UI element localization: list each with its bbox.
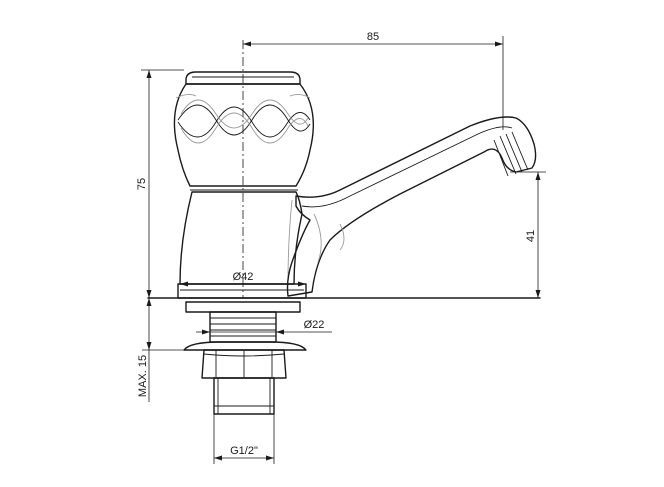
washer	[183, 341, 307, 351]
dimension-total-height: 75	[136, 69, 184, 298]
dimension-shank-diameter: Ø22	[196, 319, 332, 335]
dimension-thread: G1/2"	[213, 414, 275, 464]
total-height-value: 75	[136, 178, 148, 190]
base-flange	[177, 283, 307, 299]
handle-head	[173, 71, 315, 187]
spout-height-value: 41	[525, 230, 537, 242]
tap-body	[179, 189, 303, 285]
shank	[185, 301, 301, 343]
spout	[286, 116, 537, 297]
dimension-max-mounting: MAX. 15	[137, 298, 200, 402]
dimension-base-diameter: Ø42	[180, 271, 306, 287]
dimension-spout-height: 41	[510, 171, 546, 298]
thread-value: G1/2"	[230, 445, 258, 457]
threaded-tail	[213, 377, 275, 415]
shank-diameter-value: Ø22	[304, 319, 325, 331]
spout-reach-value: 85	[367, 31, 379, 43]
hex-nut	[201, 349, 287, 379]
base-diameter-value: Ø42	[233, 271, 254, 283]
dimension-spout-reach: 85	[243, 31, 504, 130]
max-mounting-value: MAX. 15	[137, 355, 149, 397]
